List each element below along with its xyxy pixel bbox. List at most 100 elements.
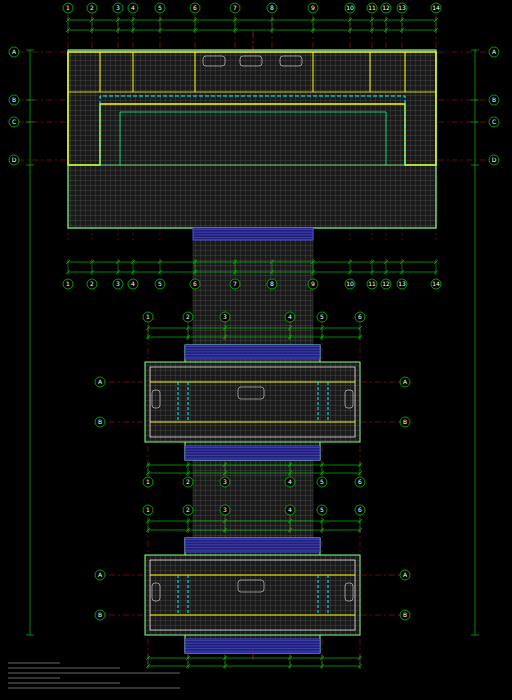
dimension-tick xyxy=(148,655,149,669)
dimension-line xyxy=(148,465,360,466)
stairs xyxy=(193,228,313,240)
dimension-tick xyxy=(370,28,374,32)
dimension-tick xyxy=(434,28,438,32)
dimension-line xyxy=(30,50,31,635)
grid-label: 3 xyxy=(116,281,120,287)
dimension-tick xyxy=(223,664,227,668)
dimension-tick xyxy=(148,462,149,476)
dimension-line xyxy=(475,50,476,635)
stair-tread xyxy=(185,550,320,551)
grid-label: 13 xyxy=(398,5,406,11)
stair-tread xyxy=(185,349,320,350)
edge xyxy=(68,165,436,166)
glazing xyxy=(188,382,189,422)
line xyxy=(26,50,34,51)
partition xyxy=(313,52,314,92)
glazing xyxy=(100,96,405,165)
stair-tread xyxy=(185,648,320,649)
dimension-tick xyxy=(270,28,274,32)
stair-tread xyxy=(185,447,320,448)
dimension-tick xyxy=(225,462,226,476)
dimension-tick xyxy=(158,260,162,264)
stair-tread xyxy=(185,642,320,643)
dimension-tick xyxy=(131,270,135,274)
grid-bubble xyxy=(345,3,355,13)
grid-label: C xyxy=(12,119,16,125)
stair-tread xyxy=(185,457,320,458)
dimension-tick xyxy=(146,463,150,467)
grid-bubble xyxy=(95,610,105,620)
stair-tread xyxy=(185,646,320,647)
dimension-tick xyxy=(434,18,438,22)
glazing xyxy=(178,382,179,422)
grid-label: 5 xyxy=(158,281,162,287)
grid-label: 9 xyxy=(311,5,315,11)
grid-label: B xyxy=(98,612,102,618)
car-symbol xyxy=(280,56,302,66)
dimension-tick xyxy=(131,28,135,32)
dimension-tick xyxy=(320,656,324,660)
dimension-tick xyxy=(400,260,404,264)
grid-label: 6 xyxy=(193,281,197,287)
dimension-tick xyxy=(66,28,70,32)
dimension-tick xyxy=(158,28,162,32)
dimension-line xyxy=(148,473,360,474)
car-symbol xyxy=(345,390,353,408)
stair-tread xyxy=(185,351,320,352)
line xyxy=(471,165,479,166)
dimension-tick xyxy=(320,463,324,467)
stairs xyxy=(185,345,320,359)
note-line xyxy=(8,662,60,664)
dimension-tick xyxy=(358,656,362,660)
dimension-tick xyxy=(223,326,227,330)
dimension-tick xyxy=(186,664,190,668)
grid-label: 10 xyxy=(346,281,354,287)
dimension-tick xyxy=(290,462,291,476)
grid-bubble xyxy=(400,377,410,387)
grid-label: 11 xyxy=(368,5,376,11)
grid-label: 2 xyxy=(186,507,190,513)
dimension-tick xyxy=(193,260,197,264)
grid-bubble xyxy=(267,279,277,289)
dimension-tick xyxy=(188,462,189,476)
dimension-tick xyxy=(193,18,197,22)
dimension-line xyxy=(148,328,360,329)
stair-tread xyxy=(193,239,313,240)
grid-bubble xyxy=(431,279,441,289)
grid-line xyxy=(95,615,410,616)
partition xyxy=(100,52,101,92)
grid-bubble xyxy=(87,279,97,289)
grid-bubble xyxy=(95,377,105,387)
dimension-line xyxy=(148,666,360,667)
grid-bubble xyxy=(155,279,165,289)
wall xyxy=(68,52,436,165)
grid-bubble xyxy=(128,3,138,13)
dimension-tick xyxy=(311,28,315,32)
dimension-tick xyxy=(146,656,150,660)
stair-tread xyxy=(185,539,320,540)
grid-label: B xyxy=(98,419,102,425)
grid-bubble xyxy=(308,279,318,289)
dimension-tick xyxy=(311,270,315,274)
grid-label: 3 xyxy=(223,507,227,513)
pavilion-floor xyxy=(145,555,360,635)
stair-tread xyxy=(185,645,320,646)
grid-label: 2 xyxy=(90,281,94,287)
grid-bubble xyxy=(367,3,377,13)
grid-label: B xyxy=(492,97,496,103)
note-line xyxy=(8,677,60,679)
stair-tread xyxy=(185,354,320,355)
note-line xyxy=(8,667,120,669)
car-symbol xyxy=(240,56,262,66)
dimension-tick xyxy=(288,528,292,532)
grid-bubble xyxy=(431,3,441,13)
grid-label: 4 xyxy=(288,479,292,485)
grid-bubble xyxy=(95,417,105,427)
grid-label: 1 xyxy=(146,507,150,513)
line xyxy=(26,165,34,166)
grid-bubble xyxy=(9,155,19,165)
dimension-tick xyxy=(384,28,388,32)
dimension-tick xyxy=(370,18,374,22)
grid-label: 3 xyxy=(223,314,227,320)
dimension-tick xyxy=(186,335,190,339)
